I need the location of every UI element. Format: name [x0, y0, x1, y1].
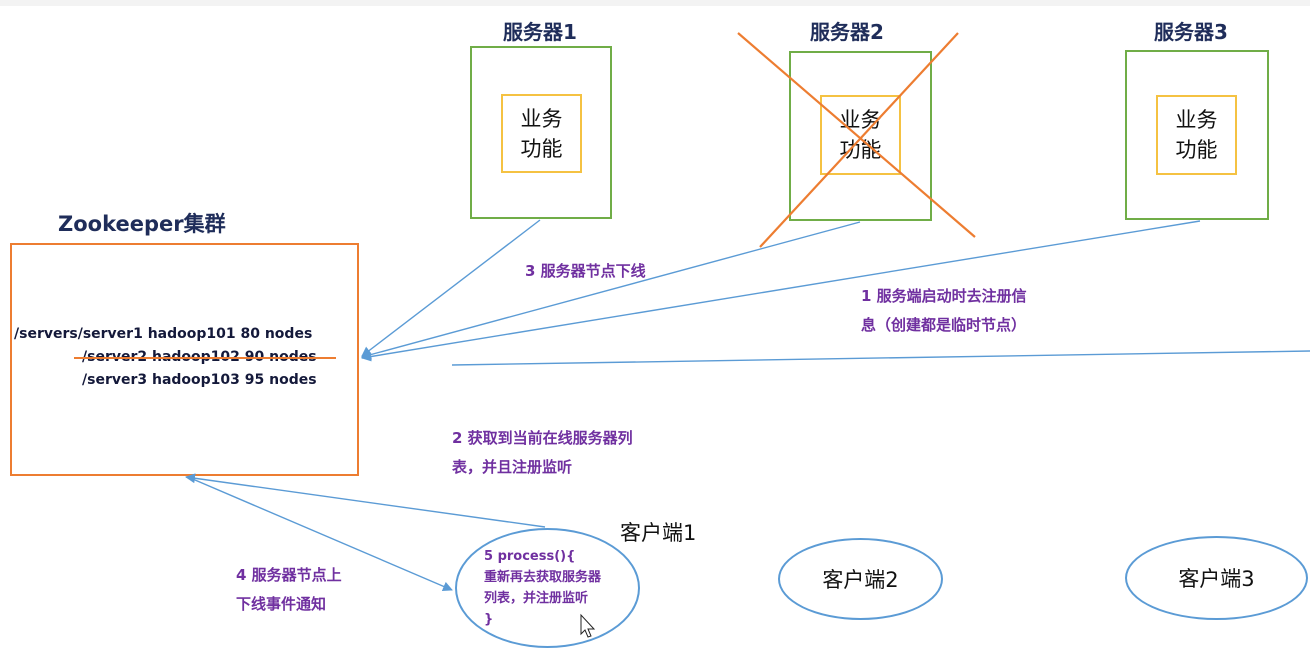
server3-business-box: 业务 功能 [1156, 95, 1237, 175]
server2-box [789, 51, 932, 221]
note-notify-line1: 4 服务器节点上 [236, 566, 342, 584]
server1-title: 服务器1 [503, 20, 577, 44]
zookeeper-title: Zookeeper集群 [58, 212, 226, 236]
server1-business-line2: 功能 [520, 136, 563, 161]
server2-business-line1: 业务 [839, 108, 882, 132]
note-register: 1 服务端启动时去注册信 息（创建都是临时节点） [861, 282, 1027, 340]
note-fetch-line2: 表，并且注册监听 [452, 458, 573, 476]
process-line2: 重新再去获取服务器 [484, 570, 602, 585]
client-list-line [451, 350, 1310, 366]
process-line3: 列表，并注册监听 [484, 591, 589, 606]
server3-business-line2: 功能 [1175, 138, 1218, 162]
arrow-server1-to-zk [361, 219, 541, 357]
process-line1: 5 process(){ [484, 549, 576, 564]
arrow-server2-to-zk [361, 221, 861, 360]
note-fetch-list: 2 获取到当前在线服务器列 表，并且注册监听 [452, 424, 633, 482]
client2-ellipse: 客户端2 [778, 538, 943, 620]
server1-business-line1: 业务 [520, 106, 563, 131]
server1-box [470, 46, 612, 219]
client1-label: 客户端1 [620, 521, 697, 545]
server2-cross-line-a [737, 32, 976, 238]
server1-business-box: 业务 功能 [501, 94, 582, 173]
server2-title: 服务器2 [810, 20, 884, 44]
note-register-line1: 1 服务端启动时去注册信 [861, 287, 1027, 305]
note-fetch-line1: 2 获取到当前在线服务器列 [452, 429, 633, 447]
client3-ellipse: 客户端3 [1125, 536, 1308, 620]
client3-label: 客户端3 [1178, 567, 1255, 591]
mouse-cursor-icon [580, 613, 596, 638]
note-server-offline: 3 服务器节点下线 [525, 262, 646, 280]
server3-business-line1: 业务 [1175, 108, 1218, 132]
zookeeper-cluster-box [10, 243, 359, 476]
server3-title: 服务器3 [1154, 20, 1228, 44]
process-line4: } [484, 612, 494, 627]
note-register-line2: 息（创建都是临时节点） [861, 316, 1027, 334]
arrow-server3-to-zk [361, 220, 1201, 362]
zk-node-server3: /server3 hadoop103 95 nodes [82, 372, 317, 388]
server2-cross-line-b [759, 32, 959, 248]
note-notify-line2: 下线事件通知 [236, 595, 327, 613]
process-callback-text: 5 process(){ 重新再去获取服务器 列表，并注册监听 } [484, 546, 601, 630]
zk-node-server1: /servers/server1 hadoop101 80 nodes [14, 326, 313, 342]
arrow-client1-to-zk [185, 473, 546, 528]
server3-box [1125, 50, 1269, 220]
arrow-zk-notify-client1 [187, 476, 453, 592]
client2-label: 客户端2 [822, 568, 899, 592]
note-notify: 4 服务器节点上 下线事件通知 [236, 561, 342, 619]
top-toolbar-strip [0, 0, 1310, 6]
